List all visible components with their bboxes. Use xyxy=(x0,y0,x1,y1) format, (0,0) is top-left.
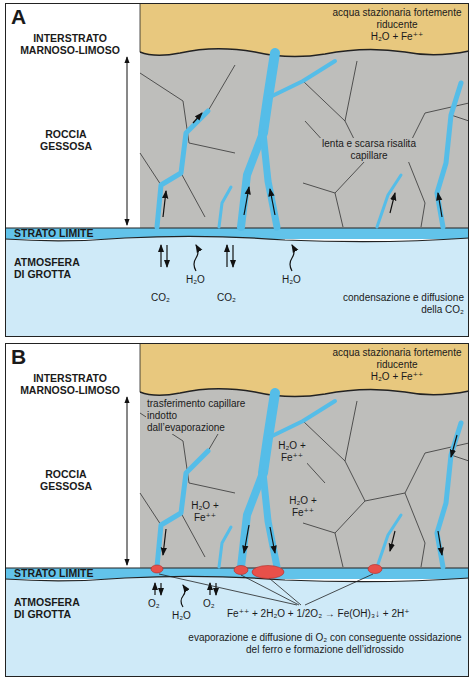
reaction-equation: Fe⁺⁺ + 2H₂O + 1/2O₂ → Fe(OH)₃↓ + 2H⁺ xyxy=(226,608,468,620)
chem-label: H₂O xyxy=(172,610,191,622)
marl-band: acqua stazionaria fortemente riducenteH₂… xyxy=(140,344,467,392)
layer-name: ROCCIA GESSOSA xyxy=(26,128,106,152)
band-text: H₂O + Fe⁺⁺ xyxy=(331,371,463,383)
layer-name: INTERSTRATO MARNOSO-LIMOSO xyxy=(14,372,126,396)
process-note: lenta e scarsa risalita capillare xyxy=(320,138,418,162)
chem-label: O₂ xyxy=(148,598,160,610)
chem-label: CO₂ xyxy=(151,292,170,304)
chem-label: CO₂ xyxy=(217,292,236,304)
process-note: condensazione e diffusione della CO₂ xyxy=(330,292,464,316)
layer-name: STRATO LIMITE xyxy=(14,567,124,579)
band-text: H₂O + Fe⁺⁺ xyxy=(331,31,463,43)
band-text: acqua stazionaria fortemente riducente xyxy=(331,7,463,31)
band-text-group: acqua stazionaria fortemente riducenteH₂… xyxy=(331,347,463,383)
process-note: trasferimento capillare indotto dall’eva… xyxy=(146,398,252,434)
process-note: evaporazione e diffusione di O₂ con cons… xyxy=(186,632,464,656)
layer-name: ATMOSFERA DI GROTTA xyxy=(14,256,88,280)
chem-label: H₂O xyxy=(186,274,205,286)
chem-label: H₂O xyxy=(282,274,301,286)
panel-b-illustration xyxy=(5,343,469,677)
chem-label: O₂ xyxy=(203,598,215,610)
panel-a-illustration xyxy=(5,3,469,337)
chem-label: H₂O + Fe⁺⁺ xyxy=(288,495,318,519)
band-text-group: acqua stazionaria fortemente riducenteH₂… xyxy=(331,7,463,43)
layer-name: ROCCIA GESSOSA xyxy=(26,468,106,492)
marl-band: acqua stazionaria fortemente riducenteH₂… xyxy=(140,4,467,52)
panel-letter: B xyxy=(11,345,26,369)
layer-name: ATMOSFERA DI GROTTA xyxy=(14,596,88,620)
chem-label: H₂O + Fe⁺⁺ xyxy=(277,440,307,464)
chem-label: H₂O + Fe⁺⁺ xyxy=(190,500,220,524)
layer-name: INTERSTRATO MARNOSO-LIMOSO xyxy=(14,32,126,56)
panel-letter: A xyxy=(11,5,26,29)
layer-name: STRATO LIMITE xyxy=(14,227,124,239)
band-text: acqua stazionaria fortemente riducente xyxy=(331,347,463,371)
